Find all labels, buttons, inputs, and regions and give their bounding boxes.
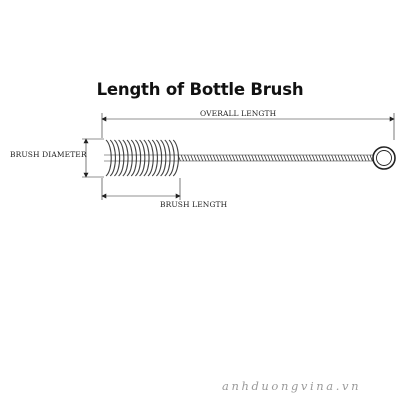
bristle-coil (105, 139, 112, 177)
wire-twist (235, 154, 239, 162)
wire-twist (200, 154, 204, 162)
wire-twist (369, 154, 373, 162)
wire-twist (363, 154, 367, 162)
wire-twist (299, 154, 303, 162)
wire-twist (315, 154, 319, 162)
wire-twist (203, 154, 207, 162)
wire-twist (353, 154, 357, 162)
wire-twist (238, 154, 242, 162)
brush-diameter-label: BRUSH DIAMETER (10, 150, 87, 159)
wire-twist (232, 154, 236, 162)
wire-twist (184, 154, 188, 162)
wire-twist (219, 154, 223, 162)
wire-twist (283, 154, 287, 162)
wire-twist (337, 154, 341, 162)
brush-length-label: BRUSH LENGTH (160, 200, 228, 209)
brush-head (105, 139, 179, 177)
wire-twist (280, 154, 284, 162)
wire-twist (180, 154, 184, 162)
diagram-title: Length of Bottle Brush (96, 80, 304, 99)
wire-twist (347, 154, 351, 162)
wire-twist (270, 154, 274, 162)
wire-twist (286, 154, 290, 162)
wire-twist (356, 154, 360, 162)
wire-twist (177, 154, 181, 162)
wire-twist (267, 154, 271, 162)
wire-twist (209, 154, 213, 162)
wire-twist (187, 154, 191, 162)
wire-twist (248, 154, 252, 162)
watermark-text: anhduongvina.vn (222, 379, 362, 393)
wire-twist (254, 154, 258, 162)
wire-twist (344, 154, 348, 162)
wire-twist (321, 154, 325, 162)
brush-length-right-arrow (175, 193, 181, 199)
bristle-coil (126, 139, 133, 177)
overall-length-dimension (101, 113, 395, 140)
wire-twist (212, 154, 216, 162)
loop-handle (372, 146, 396, 170)
wire-twist (273, 154, 277, 162)
wire-twist (241, 154, 245, 162)
wire-twist (331, 154, 335, 162)
wire-twist (216, 154, 220, 162)
wire-twist (366, 154, 370, 162)
wire-twist (312, 154, 316, 162)
wire-twist (308, 154, 312, 162)
wire-twist (305, 154, 309, 162)
wire-twist (222, 154, 226, 162)
overall-length-label: OVERALL LENGTH (200, 109, 277, 118)
loop-handle-outer (372, 146, 396, 170)
bristle-coil (147, 139, 154, 177)
wire-twist (360, 154, 364, 162)
wire-twist (257, 154, 261, 162)
brush-length-dimension (101, 178, 181, 200)
wire-twist (190, 154, 194, 162)
bristle-coil (172, 139, 179, 177)
bristle-coil (113, 139, 121, 177)
brush-length-left-arrow (101, 193, 107, 199)
bristle-coil (160, 139, 167, 177)
twisted-wire-shaft (104, 154, 374, 162)
bristle-coil (155, 139, 163, 177)
wire-twist (196, 154, 200, 162)
bristle-coil (164, 139, 171, 177)
brush-diameter-bottom-arrow (83, 172, 89, 178)
loop-handle-inner (376, 150, 392, 166)
wire-twist (302, 154, 306, 162)
wire-twist (206, 154, 210, 162)
bristle-coil (118, 139, 125, 177)
wire-twist (225, 154, 229, 162)
wire-twist (318, 154, 322, 162)
brush-diameter-top-arrow (83, 138, 89, 144)
wire-twist (292, 154, 296, 162)
bristle-coil (109, 139, 116, 177)
wire-twist (276, 154, 280, 162)
bristle-coil (139, 139, 146, 177)
bristle-coil (130, 139, 137, 177)
wire-twist (334, 154, 338, 162)
bristle-coil (151, 139, 158, 177)
wire-twist (350, 154, 354, 162)
bristle-coil (122, 139, 129, 177)
bristle-coil (143, 139, 150, 177)
wire-twist (340, 154, 344, 162)
overall-length-left-arrow (101, 116, 107, 122)
wire-twist (260, 154, 264, 162)
wire-twist (328, 154, 332, 162)
brush-diameter-dimension (82, 138, 104, 178)
bristle-coil (134, 139, 142, 177)
wire-twist (251, 154, 255, 162)
wire-twist (228, 154, 232, 162)
wire-twist (289, 154, 293, 162)
wire-twist (244, 154, 248, 162)
overall-length-right-arrow (389, 116, 395, 122)
wire-twist (324, 154, 328, 162)
wire-twist (193, 154, 197, 162)
wire-twist (264, 154, 268, 162)
bristle-coil (168, 139, 175, 177)
wire-twist (296, 154, 300, 162)
